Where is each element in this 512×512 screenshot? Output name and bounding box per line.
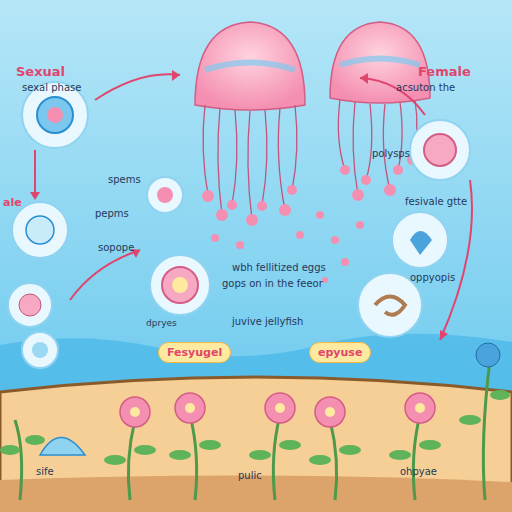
stage-note: pepms <box>95 208 129 220</box>
stage-note: ale <box>3 196 22 209</box>
stage-text: epyuse <box>318 346 362 359</box>
stage-note: dpryes <box>146 318 177 329</box>
stage-note: Sexual <box>16 64 65 80</box>
stage-note: spems <box>108 174 141 186</box>
stage-note: pulic <box>238 470 262 482</box>
stage-note: sopope <box>98 242 134 254</box>
stage-note: sife <box>36 466 54 478</box>
stage-note: oppyopis <box>410 272 455 284</box>
stage-note: gops on in the feeor <box>222 278 323 290</box>
stage-note: Female <box>418 64 471 80</box>
stage-note: sexal phase <box>22 82 81 94</box>
stage-label: epyuse <box>309 342 371 363</box>
stage-note: juvive jellyfish <box>232 316 303 328</box>
stage-note: fesivale gtte <box>405 196 467 208</box>
stage-note: polysps <box>372 148 410 160</box>
stage-text: Fesyugel <box>167 346 222 359</box>
stage-note: ohpyae <box>400 466 437 478</box>
stage-note: wbh fellitized eggs <box>232 262 326 274</box>
stage-label: Fesyugel <box>158 342 231 363</box>
stage-note: acsuton the <box>396 82 455 94</box>
